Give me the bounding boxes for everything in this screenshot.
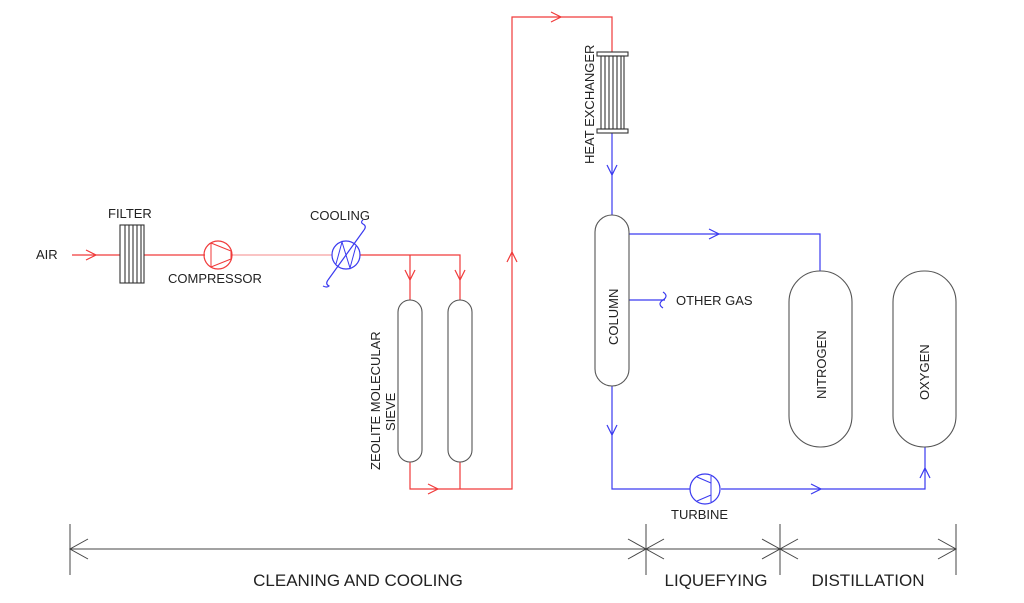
oxygen-tank [892, 270, 957, 448]
heat-exchanger-icon [596, 51, 629, 134]
air-inlet-arrow [85, 249, 98, 261]
sieve-outlet-arrow [427, 483, 440, 495]
column-label: COLUMN [606, 289, 621, 345]
zeolite-sieve-label-line1: ZEOLITE MOLECULAR [368, 331, 383, 470]
stage-label-distillation: DISTILLATION [811, 571, 924, 590]
other-gas-break-symbol [659, 291, 667, 309]
stage-dimension-lines [68, 524, 958, 575]
sieve1-inlet-arrow [404, 269, 416, 282]
column-outlet-arrow [606, 424, 618, 437]
compressor-icon [203, 240, 233, 270]
turbine-label: TURBINE [671, 507, 728, 522]
top-right-arrow [550, 11, 563, 23]
arrow-distillation-right [937, 538, 958, 560]
nitrogen-flow-arrow [708, 228, 721, 240]
oxygen-flow-arrow [810, 483, 823, 495]
arrow-liquefying-left [644, 538, 665, 560]
turbine-to-oxygen-line [721, 447, 926, 490]
sieve2-inlet-arrow [454, 269, 466, 282]
oxygen-label: OXYGEN [917, 344, 932, 400]
zeolite-sieve-vessel-2 [447, 299, 473, 463]
column-vessel [594, 214, 630, 387]
zeolite-sieve-vessel-1 [397, 299, 423, 463]
cooling-label: COOLING [310, 208, 370, 223]
nitrogen-label: NITROGEN [814, 330, 829, 399]
heat-exchanger-label: HEAT EXCHANGER [582, 45, 597, 164]
filter-icon [119, 224, 145, 284]
cold-piping [606, 133, 931, 495]
turbine-icon [689, 473, 721, 505]
arrow-cleaning-left [68, 538, 89, 560]
arrow-distillation-left [778, 538, 799, 560]
riser-up-arrow [506, 250, 518, 263]
stage-label-cleaning-and-cooling: CLEANING AND COOLING [253, 571, 463, 590]
stage-label-liquefying: LIQUEFYING [665, 571, 768, 590]
filter-label: FILTER [108, 206, 152, 221]
column-to-turbine-line [611, 386, 690, 490]
air-label: AIR [36, 247, 58, 262]
hot-air-piping [72, 11, 613, 495]
zeolite-sieve-label-line2: SIEVE [383, 392, 398, 431]
column-to-nitrogen-line [629, 233, 821, 271]
cooler-icon [322, 219, 366, 288]
other-gas-label: OTHER GAS [676, 293, 753, 308]
nitrogen-tank [788, 270, 853, 448]
cooler-to-sieve-header [360, 254, 461, 300]
column-inlet-arrow [606, 164, 618, 177]
compressor-label: COMPRESSOR [168, 271, 262, 286]
oxygen-inlet-arrow [919, 466, 931, 479]
